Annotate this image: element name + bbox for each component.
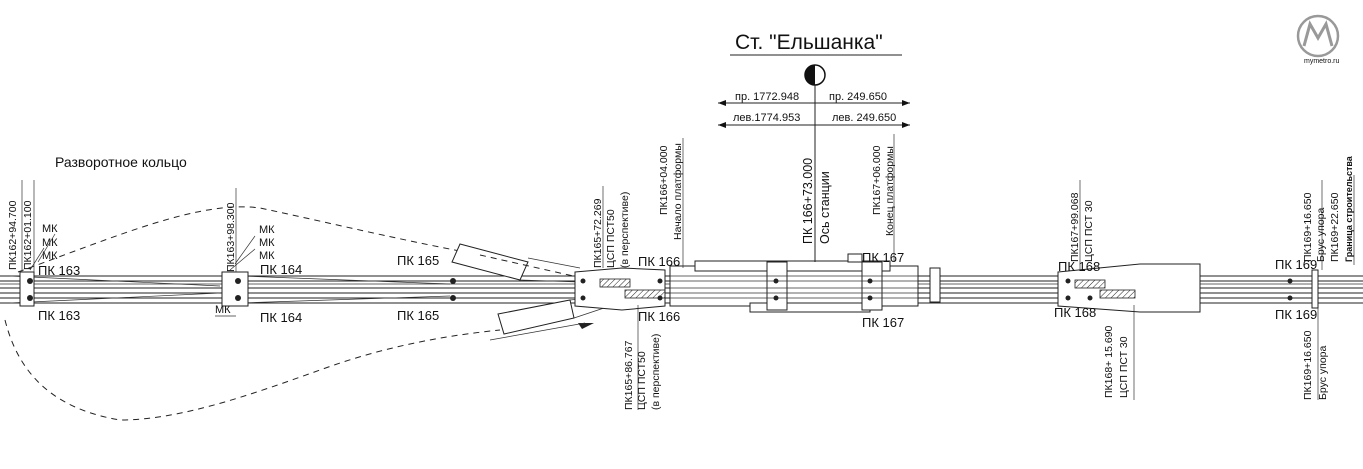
m-logo-icon: mymetro.ru bbox=[1296, 14, 1340, 65]
mk-2: МК bbox=[42, 237, 58, 249]
pk-bottom-168: ПК 168 bbox=[1054, 305, 1096, 320]
leader-lines bbox=[21, 134, 1355, 410]
chainage-pr-right: пр. 249.650 bbox=[829, 91, 887, 103]
pk-top-166: ПК 166 bbox=[638, 254, 680, 269]
pk-top-163: ПК 163 bbox=[38, 263, 80, 278]
loop-label: Разворотное кольцо bbox=[55, 154, 187, 170]
turning-loop: Разворотное кольцо bbox=[4, 154, 521, 421]
pk-top-169: ПК 169 bbox=[1275, 257, 1317, 272]
label-pk169-16-bottom: ПК169+16.650 bbox=[1302, 330, 1314, 400]
crossover-166 bbox=[574, 267, 666, 311]
pk-bottom-169: ПК 169 bbox=[1275, 307, 1317, 322]
switch-right bbox=[1057, 263, 1319, 313]
pk-top-165: ПК 165 bbox=[397, 253, 439, 268]
label-pk165-72-b: (в перспективе) bbox=[619, 192, 631, 268]
mk-labels: МК МК МК МК МК МК МК bbox=[29, 223, 275, 317]
vertical-labels-bottom: ПК165+86.767 ЦСП ПСТ50 (в перспективе) П… bbox=[623, 325, 1329, 410]
pk-bottom-167: ПК 167 bbox=[862, 315, 904, 330]
label-pk166-73: ПК 166+73.000 bbox=[801, 158, 815, 244]
label-pk169-16-top: ПК169+16.650 bbox=[1302, 192, 1314, 262]
label-pk169-16-top-a: Брус упора bbox=[1315, 207, 1327, 262]
label-pk162-01: ПК162+01.100 bbox=[22, 200, 34, 270]
mk-5: МК bbox=[259, 237, 275, 249]
label-pk169-22: ПК169+22.650 bbox=[1329, 192, 1341, 262]
station-platform bbox=[669, 253, 941, 313]
mk-3: МК bbox=[42, 250, 58, 262]
pk-bottom-164: ПК 164 bbox=[260, 310, 302, 325]
label-pk168-15-a: ЦСП ПСТ 30 bbox=[1118, 336, 1130, 398]
mk-4: МК bbox=[259, 224, 275, 236]
pk-bottom-163: ПК 163 bbox=[38, 308, 80, 323]
label-pk162-94: ПК162+94.700 bbox=[7, 200, 19, 270]
label-pk165-86-b: (в перспективе) bbox=[650, 334, 662, 410]
vertical-labels-top: ПК162+94.700 ПК162+01.100 ПК163+98.300 П… bbox=[7, 143, 1354, 272]
pk-bottom-165: ПК 165 bbox=[397, 308, 439, 323]
pk-labels-bottom: ПК 163 ПК 164 ПК 165 ПК 166 ПК 167 ПК 16… bbox=[38, 305, 1317, 330]
label-pk166-73-a: Ось станции bbox=[818, 171, 832, 244]
label-pk166-04-a: Начало платформы bbox=[672, 143, 684, 240]
chainage-lev-right: лев. 249.650 bbox=[832, 112, 896, 124]
mk-6: МК bbox=[259, 250, 275, 262]
label-pk167-06-a: Конец платформы bbox=[884, 146, 896, 236]
label-pk165-86: ПК165+86.767 bbox=[623, 340, 635, 410]
chainage-lev-left: лев.1774.953 bbox=[733, 112, 800, 124]
label-pk166-04: ПК166+04.000 bbox=[658, 145, 670, 215]
switch-left bbox=[19, 271, 456, 307]
label-pk165-72: ПК165+72.269 bbox=[592, 198, 604, 268]
mk-7: МК bbox=[215, 304, 231, 316]
logo-caption: mymetro.ru bbox=[1304, 58, 1340, 65]
arrow-icon bbox=[578, 323, 594, 329]
pk-labels-top: ПК 163 ПК 164 ПК 165 ПК 166 ПК 167 ПК 16… bbox=[38, 250, 1317, 278]
label-pk167-99-a: ЦСП ПСТ 30 bbox=[1083, 200, 1095, 262]
pk-bottom-166: ПК 166 bbox=[638, 309, 680, 324]
label-pk163-98: ПК163+98.300 bbox=[225, 202, 237, 272]
station-header: Ст. "Ельшанка" пр. 1772.948 пр. 249.650 … bbox=[718, 31, 910, 262]
label-boundary: Граница строительства bbox=[1344, 155, 1354, 262]
pk-top-164: ПК 164 bbox=[260, 262, 302, 277]
label-pk167-99: ПК167+99.068 bbox=[1069, 192, 1081, 262]
mk-1: МК bbox=[42, 223, 58, 235]
label-pk165-72-a: ЦСП ПСТ50 bbox=[605, 209, 617, 268]
left-convergence bbox=[9, 275, 451, 304]
label-pk167-06: ПК167+06.000 bbox=[871, 145, 883, 215]
label-pk169-16-bottom-a: Брус упора bbox=[1317, 345, 1329, 400]
station-title: Ст. "Ельшанка" bbox=[735, 31, 883, 54]
label-pk168-15: ПК168+ 15.690 bbox=[1103, 325, 1115, 398]
chainage-pr-left: пр. 1772.948 bbox=[735, 91, 799, 103]
label-pk165-86-a: ЦСП ПСТ50 bbox=[636, 351, 648, 410]
metro-station-symbol-icon bbox=[804, 64, 826, 86]
pk-top-167: ПК 167 bbox=[862, 250, 904, 265]
pk-top-168: ПК 168 bbox=[1058, 259, 1100, 274]
